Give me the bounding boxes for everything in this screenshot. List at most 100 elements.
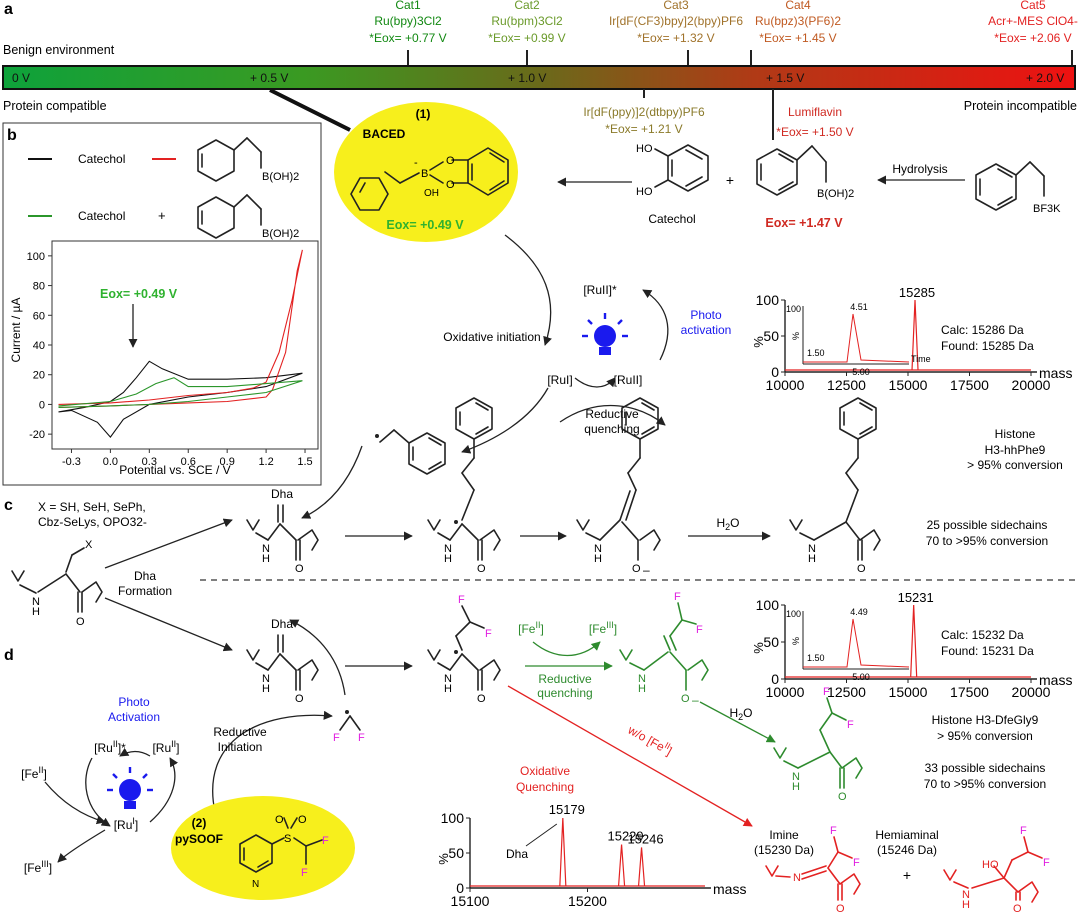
hydrolysis-label: Hydrolysis	[892, 162, 947, 176]
catalyst-cat1: Cat1 Ru(bpy)3Cl2 *Eox= +0.77 V	[369, 0, 446, 45]
plus-sign-1: +	[726, 172, 734, 188]
scale-left-bottom: Protein compatible	[3, 99, 107, 113]
svg-text:+ 1.5 V: + 1.5 V	[766, 71, 804, 85]
ms-xtick-label: 15000	[889, 684, 928, 700]
svg-text:F: F	[358, 732, 365, 744]
svg-text:HO: HO	[636, 186, 653, 198]
svg-text:N: N	[808, 543, 816, 555]
ms-ytick-label: 100	[756, 292, 780, 308]
oxidative-initiation-arrow	[504, 234, 552, 346]
histone-1-label: Histone H3-hhPhe9 > 95% conversion	[967, 427, 1063, 472]
svg-text:N: N	[962, 889, 970, 901]
ru2-label: [RuII]	[614, 373, 643, 387]
svg-text:Dha: Dha	[271, 617, 293, 631]
svg-text:N: N	[444, 673, 452, 685]
ms-peak-label: 15179	[549, 802, 585, 817]
ms-peak	[637, 847, 646, 887]
svg-text:Cat2: Cat2	[514, 0, 540, 12]
svg-text:Cat1: Cat1	[395, 0, 421, 12]
svg-text:+ 1.0 V: + 1.0 V	[508, 71, 546, 85]
inset-ytick: 1.50	[807, 348, 825, 358]
cv-xtick-label: -0.3	[62, 456, 81, 468]
svg-text:*Eox= +1.21 V: *Eox= +1.21 V	[605, 122, 682, 136]
svg-text:N: N	[792, 771, 800, 783]
svg-text:Catechol: Catechol	[78, 209, 125, 223]
catalyst-cat3: Cat3 Ir[dF(CF3)bpy]2(bpy)PF6 *Eox= +1.32…	[609, 0, 743, 45]
svg-text:Cat3: Cat3	[663, 0, 689, 12]
pysoof-ellipse	[171, 796, 355, 900]
ru2-d: [RuII]	[152, 739, 179, 755]
fe3-d: [FeIII]	[24, 859, 52, 875]
svg-text:Quenching: Quenching	[516, 780, 574, 794]
radical-addition-arrow	[301, 445, 363, 519]
svg-text:OH: OH	[424, 188, 439, 199]
pysoof-structure: N S O O F F	[239, 814, 329, 890]
inset-ylabel: %	[791, 637, 801, 645]
ru1-d: [RuI]	[114, 816, 139, 832]
svg-text:Oxidative: Oxidative	[520, 764, 570, 778]
photo-activation-arrow	[642, 289, 669, 361]
svg-text:N: N	[262, 673, 270, 685]
histone-2-label: Histone H3-DfeGly9 > 95% conversion	[932, 713, 1039, 743]
photo-activation-arrow-d	[119, 747, 151, 757]
ms-xtick-label: 20000	[1012, 684, 1051, 700]
cv-plot-area	[51, 240, 319, 450]
ms-peak	[617, 844, 626, 887]
svg-text:33 possible sidechains: 33 possible sidechains	[925, 761, 1046, 775]
protonation-arrow-d	[699, 701, 776, 743]
cv-xlabel: Potential vs. SCE / V	[119, 463, 230, 477]
enolate-structure-c: N H O –	[576, 397, 661, 577]
cv-series-0	[58, 360, 303, 438]
inset-xtick: 5.00	[852, 672, 870, 682]
svg-text:70 to >95% conversion: 70 to >95% conversion	[924, 777, 1046, 791]
ms-xtick-label: 15200	[568, 893, 607, 909]
svg-text:B(OH)2: B(OH)2	[262, 171, 299, 183]
svg-text:F: F	[1020, 825, 1027, 837]
cv-xtick-label: 0.0	[103, 456, 118, 468]
svg-text:O: O	[295, 693, 304, 705]
svg-text:–: –	[643, 563, 650, 577]
inset-ylabel: %	[791, 332, 801, 340]
reductive-quenching-d-2: quenching	[537, 686, 592, 700]
cv-xtick-label: 0.9	[220, 456, 235, 468]
wo-fe-label: w/o [FeII]	[625, 721, 675, 759]
cv-ytick-label: 80	[33, 281, 45, 293]
ms-peak-label: 15231	[898, 590, 934, 605]
svg-text:Ru(bpm)3Cl2: Ru(bpm)3Cl2	[491, 14, 563, 28]
cv-ylabel: Current / µA	[9, 298, 23, 363]
inset-y100: 100	[786, 609, 801, 619]
catalyst-cat2: Cat2 Ru(bpm)3Cl2 *Eox= +0.99 V	[488, 0, 565, 45]
svg-text:N: N	[444, 543, 452, 555]
svg-text:F: F	[674, 591, 681, 603]
x-list-line-2: Cbz-SeLys, OPO32-	[38, 515, 147, 529]
ms-ytick-label: 0	[771, 671, 779, 687]
ms-ylabel: %	[751, 336, 766, 348]
baced-name: BACED	[363, 127, 406, 141]
ms-ytick-label: 50	[763, 328, 779, 344]
svg-text:BF3K: BF3K	[1033, 203, 1061, 215]
h2o-label-c: H2O	[716, 516, 739, 532]
oxidative-quenching-label: Oxidative Quenching	[516, 764, 574, 794]
svg-text:Cat5: Cat5	[1020, 0, 1046, 12]
svg-text:X: X	[85, 539, 93, 551]
svg-text:Imine: Imine	[769, 828, 799, 842]
svg-text:B: B	[421, 168, 428, 180]
ms-ytick-label: 50	[763, 634, 779, 650]
starting-amino-acid: X N H O	[11, 539, 103, 628]
ms-ytick-label: 50	[448, 845, 464, 861]
svg-text:S: S	[284, 833, 291, 845]
svg-text:O: O	[632, 563, 641, 575]
ru-cycle-arrow	[574, 377, 616, 388]
svg-text:N: N	[638, 673, 646, 685]
ms-peak-label: 15285	[899, 285, 935, 300]
plus-sign-2: +	[903, 867, 911, 883]
svg-text:H: H	[594, 553, 602, 565]
fe-cycle-arrow	[532, 641, 601, 656]
ms-xtick-label: 12500	[827, 684, 866, 700]
baced-eox: Eox= +0.49 V	[386, 218, 464, 232]
cv-ytick-label: 100	[27, 251, 45, 263]
scale-right-bottom: Protein incompatible	[964, 99, 1077, 113]
svg-text:+: +	[158, 208, 166, 223]
